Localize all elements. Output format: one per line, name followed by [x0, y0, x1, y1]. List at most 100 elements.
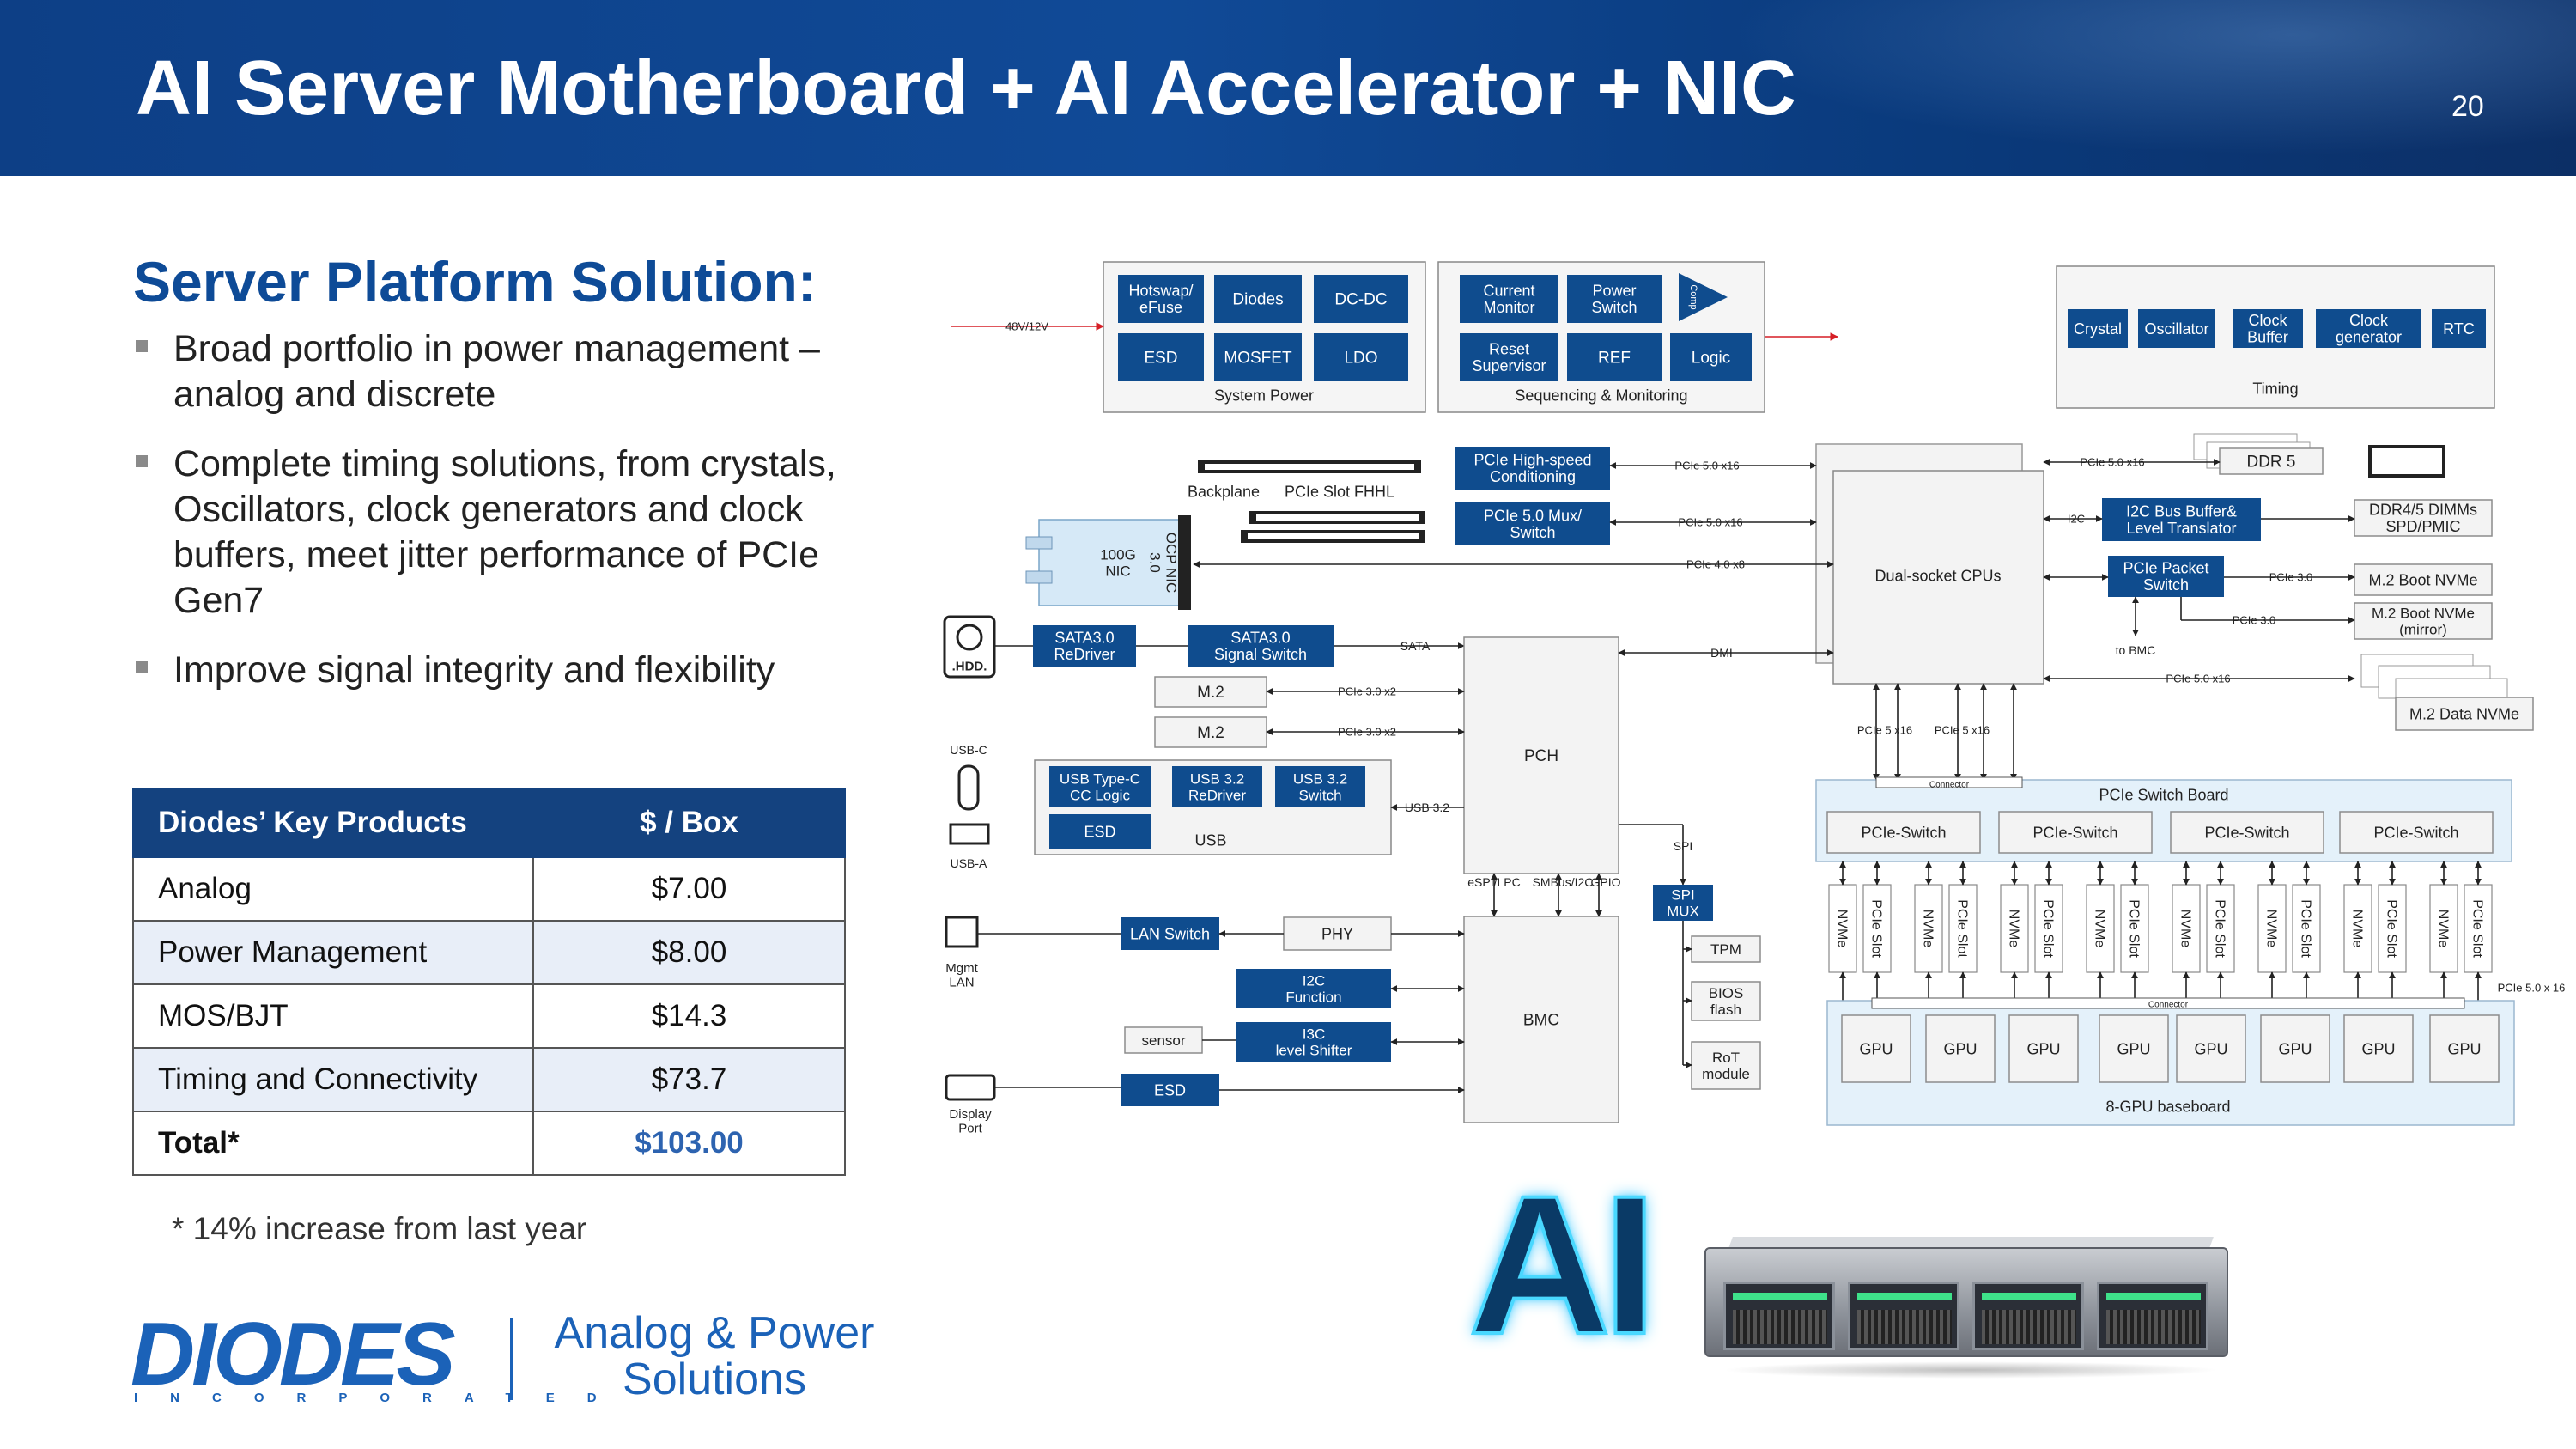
- table-cell-product: Analog: [132, 856, 534, 922]
- usb-esd-block: [1049, 814, 1151, 849]
- m2-boot-mirror-block-label: M.2 Boot NVMe(mirror): [2372, 606, 2475, 638]
- pcie-mux-block: [1455, 502, 1610, 545]
- slot-card: [2000, 884, 2029, 973]
- table-row: Analog$7.00: [132, 856, 846, 922]
- logo-tagline: Analog & Power Solutions: [554, 1308, 875, 1404]
- slot-label: PCIe Slot: [2126, 899, 2141, 958]
- clock-buffer-block: [2233, 309, 2303, 348]
- connector-label: Connector: [2148, 1001, 2189, 1010]
- i2c-buffer-block: [2102, 498, 2261, 541]
- gpu-connector: [1871, 997, 2465, 1009]
- backplane-label: Backplane: [1188, 483, 1260, 500]
- gpu-block-label: GPU: [2361, 1040, 2395, 1057]
- diodes-block: [1214, 275, 1302, 323]
- m2-boot-block-label: M.2 Boot NVMe: [2368, 571, 2477, 588]
- pcie-switch-block: [1998, 811, 2153, 854]
- table-cell-product: Power Management: [132, 920, 534, 985]
- m2-slot-block-label: M.2: [1197, 684, 1224, 702]
- gpu-block-label: GPU: [2278, 1040, 2312, 1057]
- gpu-block: [2176, 1014, 2246, 1083]
- switch-board-label: PCIe Switch Board: [2099, 786, 2228, 803]
- drive-bay: [2097, 1282, 2208, 1350]
- tpm-block-label: TPM: [1710, 941, 1741, 958]
- server-chassis: [1704, 1247, 2228, 1357]
- footnote: * 14% increase from last year: [172, 1211, 587, 1246]
- slot-card: [2120, 884, 2149, 973]
- slot-label: PCIe Slot: [2470, 899, 2484, 958]
- m2-data-block: [2395, 697, 2534, 731]
- logo-divider: [510, 1318, 513, 1400]
- slot-label: NVMe: [2006, 910, 2020, 948]
- i3c-shifter-block: [1236, 1022, 1391, 1062]
- clock-generator-block: [2316, 309, 2421, 348]
- memory-module-icon: [2368, 445, 2445, 478]
- bmc-block: [1463, 916, 1619, 1123]
- drive-bay: [1972, 1282, 2084, 1350]
- slot-label: NVMe: [2178, 910, 2192, 948]
- to-bmc-label: to BMC: [2116, 643, 2156, 657]
- table-header-product: Diodes’ Key Products: [132, 788, 534, 858]
- page-title: AI Server Motherboard + AI Accelerator +…: [136, 46, 1796, 131]
- bus-label: PCIe 3.0 x2: [1338, 726, 1396, 739]
- bus-label: PCIe 4.0 x8: [1686, 558, 1745, 571]
- phy-block-label: PHY: [1321, 925, 1353, 942]
- usb-a-icon: [949, 823, 990, 845]
- table-cell-value: $103.00: [532, 1111, 846, 1176]
- timing-label: Timing: [2252, 380, 2298, 397]
- usb-c-icon: [957, 764, 980, 811]
- hdd-label: .HDD.: [952, 659, 987, 673]
- pcie-slot-label: PCIe Slot FHHL: [1285, 483, 1394, 500]
- sata-redriver-block: [1033, 625, 1136, 667]
- pcie-switch-block-label: PCIe-Switch: [2373, 824, 2458, 841]
- bullet-item: Complete timing solutions, from crystals…: [129, 441, 884, 624]
- logo-wordmark: DIODES: [131, 1305, 456, 1404]
- esd-block: [1118, 333, 1204, 381]
- ref-block: [1567, 333, 1662, 381]
- reset-supervisor-block: [1460, 333, 1558, 381]
- bullet-text: Complete timing solutions, from crystals…: [173, 443, 836, 621]
- slot-label: PCIe Slot: [2212, 899, 2227, 958]
- rtc-block-label: RTC: [2443, 320, 2475, 338]
- gpu-block-label: GPU: [2194, 1040, 2227, 1057]
- slot-card: [2429, 884, 2458, 973]
- sata-switch-block: [1188, 625, 1334, 667]
- bullet-square-icon: [136, 455, 148, 467]
- slot-label: NVMe: [2263, 910, 2278, 948]
- bus-label: SATA: [1400, 639, 1431, 653]
- bus-label: PCIe 3.0: [2269, 571, 2313, 584]
- sensor-block-label: sensor: [1141, 1032, 1185, 1049]
- bmc-block-label: BMC: [1523, 1012, 1559, 1030]
- ai-text: AI: [1467, 1153, 1659, 1377]
- gpu-block-label: GPU: [2117, 1040, 2150, 1057]
- gpu-block: [1841, 1014, 1911, 1083]
- hotswap-efuse-block: [1118, 275, 1204, 323]
- usb-c-label: USB-C: [950, 743, 987, 757]
- bus-label: PCIe 3.0 x2: [1338, 685, 1396, 698]
- ai-graphic: AI: [1467, 1153, 1692, 1377]
- i2c-buffer-block-label: I2C Bus Buffer&Level Translator: [2126, 502, 2237, 537]
- table-row: Power Management$8.00: [132, 920, 846, 985]
- bullet-square-icon: [136, 340, 148, 352]
- hdd-platter-icon: [956, 624, 983, 651]
- gpu-block-label: GPU: [2026, 1040, 2060, 1057]
- gpu-block-label: GPU: [1943, 1040, 1977, 1057]
- ddr5-block-label: DDR 5: [2246, 454, 2295, 472]
- pcie-switch-block-label: PCIe-Switch: [1861, 824, 1946, 841]
- m2-boot-block: [2354, 563, 2493, 596]
- cpu-label: Dual-socket CPUs: [1874, 567, 2001, 584]
- mosfet-block-label: MOSFET: [1224, 350, 1292, 368]
- table-total-row: Total*$103.00: [132, 1111, 846, 1176]
- bus-label: PCIe 5 x16: [1935, 724, 1990, 737]
- nic-port: [1025, 536, 1053, 550]
- crystal-block: [2068, 309, 2128, 348]
